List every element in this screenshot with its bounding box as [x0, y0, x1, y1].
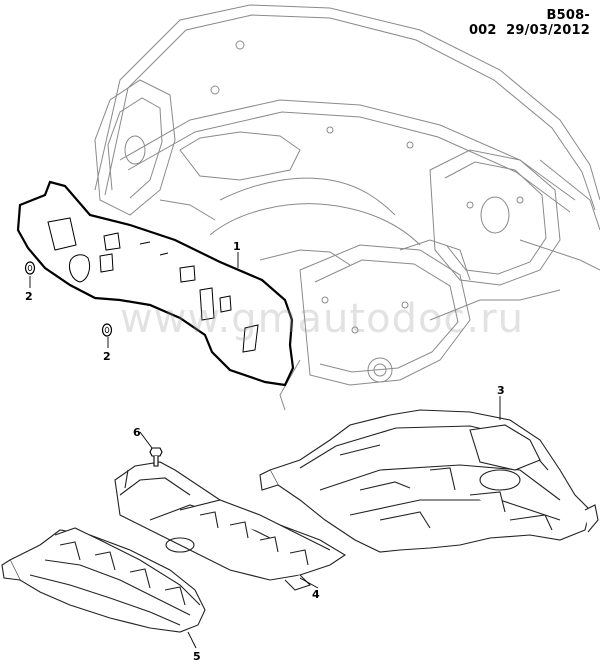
diagram-date: 29/03/2012	[506, 23, 590, 38]
callout-4: 4	[312, 588, 320, 601]
callout-3: 3	[497, 384, 505, 397]
part-1-dash-insulator	[16, 180, 295, 387]
part-5-rear-shield	[1, 527, 206, 633]
leader-lines	[29, 252, 501, 649]
callout-1: 1	[233, 240, 241, 253]
part-3-engine-shield	[259, 409, 599, 553]
callout-2-lower: 2	[103, 350, 111, 363]
diagram-reference: B508-002 29/03/2012	[440, 8, 590, 38]
callout-2-upper: 2	[25, 290, 33, 303]
car-body-structure	[89, 4, 600, 411]
part-6-bolt	[149, 447, 163, 467]
part-2-grommet-lower	[101, 323, 113, 337]
watermark: www.gmautodoc.ru	[120, 296, 524, 342]
callout-6: 6	[133, 426, 141, 439]
part-2-grommet-upper	[24, 261, 36, 275]
callout-5: 5	[193, 650, 201, 663]
part-4-center-shield	[114, 461, 347, 591]
diagram-code: B508-002	[468, 8, 590, 38]
